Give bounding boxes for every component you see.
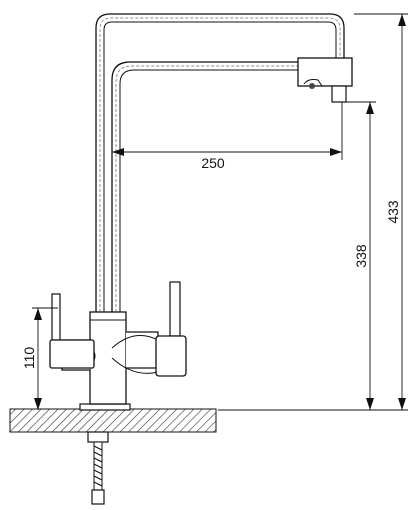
outer-spout — [95, 13, 345, 312]
supply-hose — [87, 431, 109, 505]
dimension-total-height: 433 — [218, 13, 408, 411]
faucet-base — [79, 403, 131, 411]
right-handle — [155, 281, 187, 377]
countertop-section — [9, 408, 217, 433]
total-height-label: 433 — [385, 200, 401, 224]
handle-height-label: 110 — [21, 347, 37, 370]
dimension-handle-height: 110 — [21, 307, 58, 410]
inner-spout — [111, 61, 300, 312]
dimension-reach: 250 — [112, 102, 343, 171]
reach-label: 250 — [201, 155, 225, 171]
outlet-height-label: 338 — [353, 244, 369, 268]
spout-head — [297, 57, 353, 103]
dimension-outlet-height: 338 — [346, 101, 376, 410]
left-handle — [49, 293, 95, 369]
